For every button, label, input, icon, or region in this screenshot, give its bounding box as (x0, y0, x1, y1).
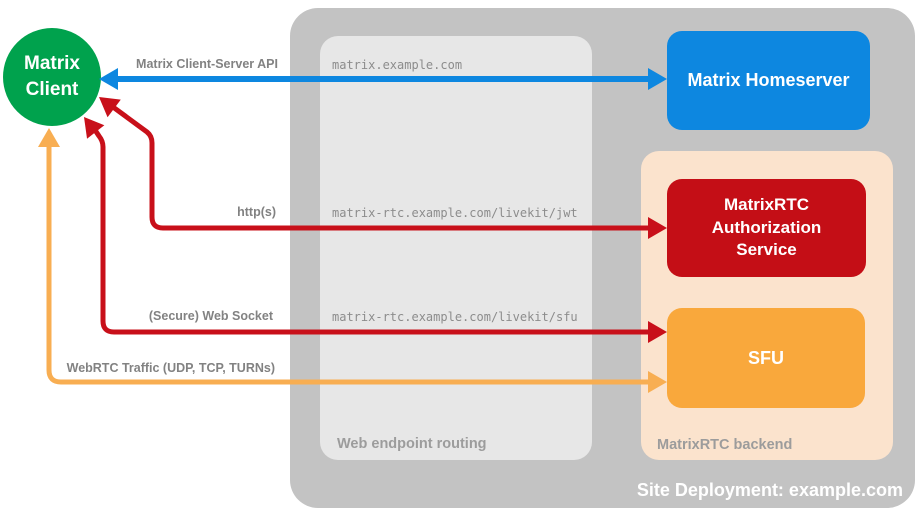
protocol-label-websocket: (Secure) Web Socket (148, 309, 273, 323)
matrixrtc-authorization-service-label: MatrixRTC Authorization Service (711, 194, 822, 260)
endpoint-url-matrix: matrix.example.com (332, 58, 463, 72)
matrixrtc-authorization-service-node: MatrixRTC Authorization Service (667, 179, 866, 277)
sfu-label: SFU (748, 347, 784, 368)
arrowhead-to-client-icon (99, 68, 118, 90)
endpoint-url-livekit-jwt: matrix-rtc.example.com/livekit/jwt (332, 206, 578, 220)
endpoint-url-livekit-sfu: matrix-rtc.example.com/livekit/sfu (332, 310, 578, 324)
site-deployment-title: Site Deployment: example.com (636, 480, 903, 500)
protocol-label-client-server-api: Matrix Client-Server API (136, 57, 278, 71)
sfu-node: SFU (667, 308, 865, 408)
matrix-client-label: Matrix Client (24, 53, 80, 100)
matrixrtc-backend-caption: MatrixRTC backend (657, 437, 793, 453)
matrix-client-node: Matrix Client (3, 28, 101, 126)
web-endpoint-routing-caption: Web endpoint routing (337, 436, 487, 452)
web-endpoint-routing-zone (320, 36, 592, 460)
protocol-label-webrtc-traffic: WebRTC Traffic (UDP, TCP, TURNs) (66, 361, 275, 375)
arrowhead-webrtc-to-client-icon (38, 128, 60, 147)
matrix-homeserver-label: Matrix Homeserver (687, 70, 850, 90)
matrix-homeserver-node: Matrix Homeserver (667, 31, 870, 130)
protocol-label-https: http(s) (237, 205, 276, 219)
